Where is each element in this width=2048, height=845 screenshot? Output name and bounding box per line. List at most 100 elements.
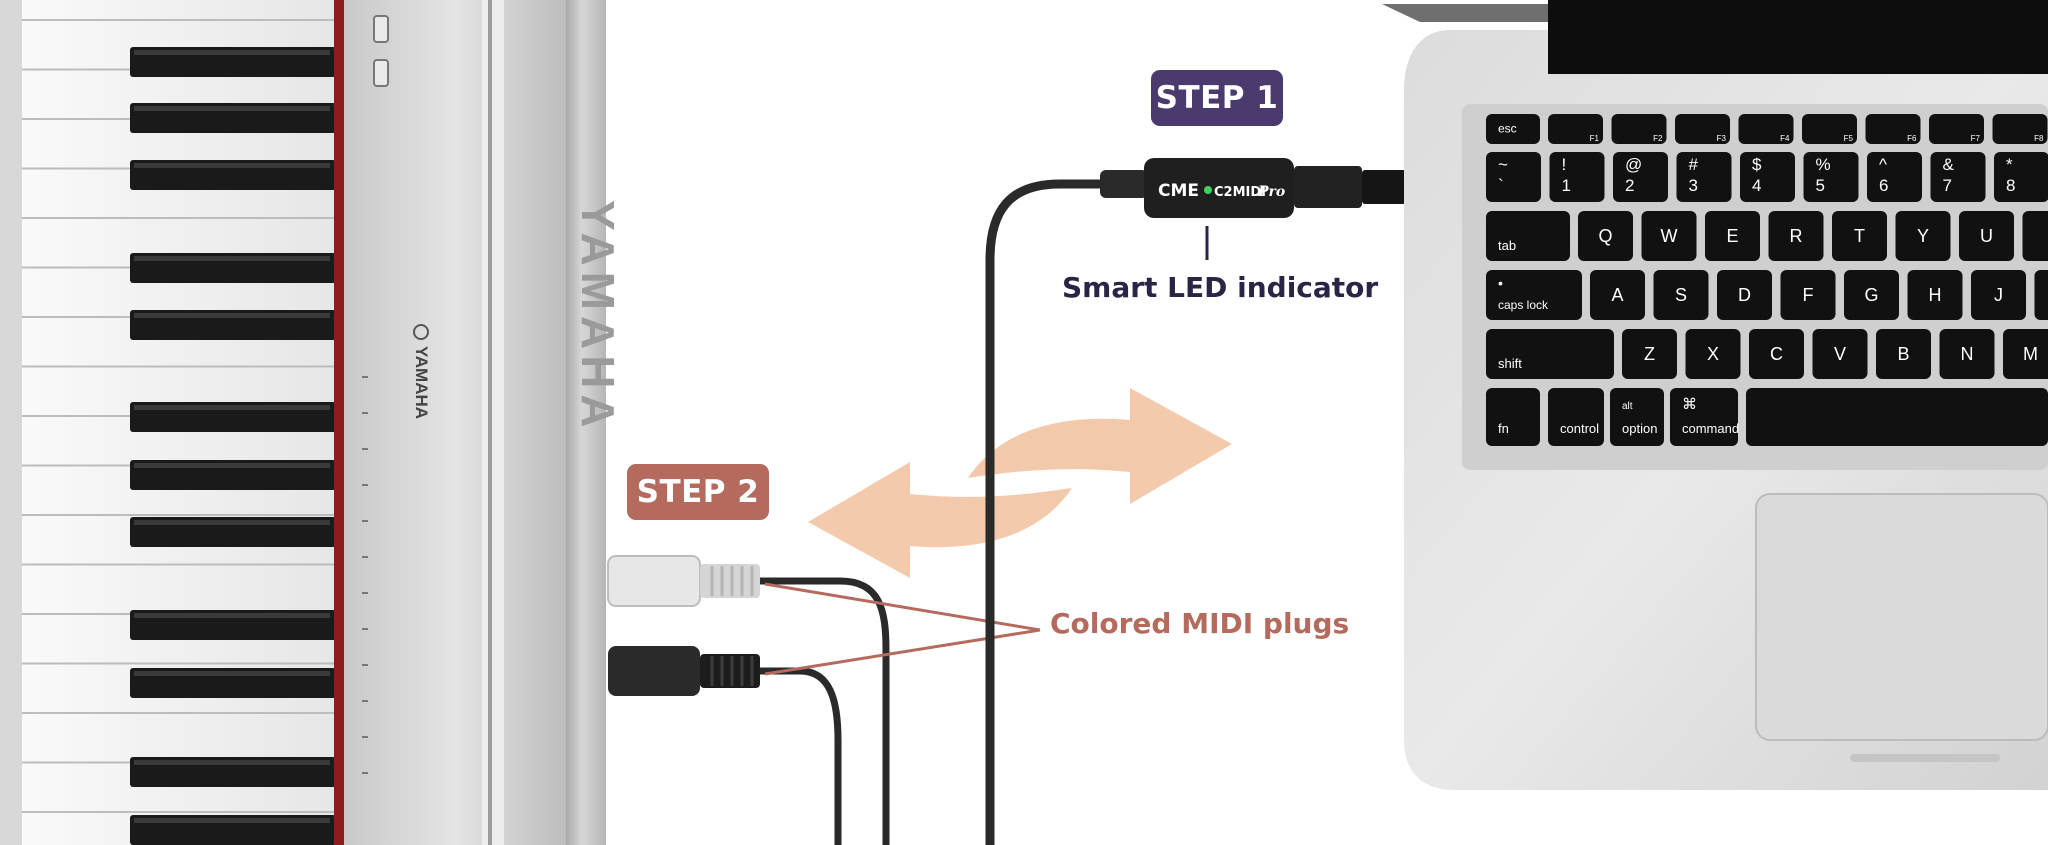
led-indicator-callout: Smart LED indicator <box>1062 271 1379 304</box>
black-key-highlight <box>134 760 330 765</box>
key-cap <box>1610 388 1664 446</box>
laptop-key: U <box>1959 211 2014 261</box>
key-cap <box>1844 270 1899 320</box>
usb-cable <box>985 179 1140 845</box>
key-cap <box>1705 211 1760 261</box>
key-cap <box>1907 270 1963 320</box>
key-label: C <box>1770 344 1783 364</box>
laptop-key: ~` <box>1486 152 1541 202</box>
key-cap <box>1548 388 1604 446</box>
black-key-highlight <box>134 613 330 618</box>
black-key-highlight <box>134 106 330 111</box>
function-key-label: F2 <box>1653 134 1663 143</box>
key-cap <box>1486 329 1614 379</box>
key-cap <box>1653 270 1709 320</box>
key-label: M <box>2023 344 2038 364</box>
black-key-highlight <box>134 256 330 261</box>
key-cap <box>1549 152 1605 202</box>
laptop-key: tab <box>1486 211 1570 261</box>
black-key-highlight <box>134 520 330 525</box>
black-key-highlight <box>134 313 330 318</box>
black-key-highlight <box>134 405 330 410</box>
key-label: 5 <box>1816 176 1825 195</box>
laptop-key: T <box>1832 211 1887 261</box>
panel-tick <box>362 628 368 630</box>
laptop-key <box>1746 388 2048 446</box>
key-label: X <box>1707 344 1719 364</box>
key-cap <box>1740 152 1795 202</box>
key-cap <box>1486 270 1582 320</box>
key-label: fn <box>1498 421 1509 436</box>
laptop-key: D <box>1717 270 1772 320</box>
panel-tick <box>362 592 368 594</box>
laptop-key: R <box>1768 211 1824 261</box>
laptop-key: esc <box>1486 114 1540 144</box>
key-cap <box>1613 152 1668 202</box>
panel-tick <box>362 736 368 738</box>
function-key-label: F5 <box>1844 134 1854 143</box>
black-keys <box>130 47 336 845</box>
panel-tick <box>362 772 368 774</box>
laptop-key <box>1802 114 1857 144</box>
laptop-key: *8 <box>1994 152 2048 202</box>
laptop-key: control <box>1548 388 1604 446</box>
laptop-key <box>1548 114 1603 144</box>
key-secondary-label: alt <box>1622 401 1633 412</box>
panel-tick <box>362 700 368 702</box>
key-secondary-label: ~ <box>1498 155 1508 174</box>
key-secondary-label: # <box>1689 155 1699 174</box>
arrow-left-icon <box>808 462 1072 578</box>
key-label: 2 <box>1625 176 1634 195</box>
function-key-label: F3 <box>1717 134 1727 143</box>
step-2-badge: STEP 2 <box>627 464 769 520</box>
laptop-key <box>1865 114 1921 144</box>
key-cap <box>1675 114 1730 144</box>
key-cap <box>1939 329 1995 379</box>
arrow-right-icon <box>968 388 1232 504</box>
key-label: J <box>1994 285 2003 305</box>
laptop-key: ⌘command <box>1670 388 1739 446</box>
key-felt-strip <box>334 0 344 845</box>
key-label: ` <box>1498 176 1504 195</box>
function-key-label: F8 <box>2034 134 2044 143</box>
laptop-key <box>1611 114 1667 144</box>
panel-tick <box>362 664 368 666</box>
key-cap <box>1803 152 1859 202</box>
key-label: shift <box>1498 356 1522 371</box>
black-key-highlight <box>134 463 330 468</box>
usb-midi-adapter: CME C2MIDI Pro <box>985 158 1406 845</box>
black-key-highlight <box>134 50 330 55</box>
laptop-key: $4 <box>1740 152 1795 202</box>
key-label: W <box>1661 226 1678 246</box>
key-cap <box>1670 388 1738 446</box>
key-cap <box>1486 152 1541 202</box>
key-label: D <box>1738 285 1751 305</box>
key-label: Y <box>1917 226 1929 246</box>
laptop-key: I <box>2022 211 2048 261</box>
key-cap <box>1994 152 2048 202</box>
key-cap <box>1992 114 2048 144</box>
laptop-key: X <box>1685 329 1741 379</box>
laptop-key <box>1929 114 1984 144</box>
key-label: control <box>1560 421 1599 436</box>
key-cap <box>1780 270 1836 320</box>
cable-black-plug <box>760 667 842 845</box>
key-label: Z <box>1644 344 1655 364</box>
key-secondary-label: * <box>2006 155 2013 174</box>
key-label: 4 <box>1752 176 1761 195</box>
laptop-key: &7 <box>1930 152 1986 202</box>
key-cap <box>1746 388 2048 446</box>
laptop-key: K <box>2034 270 2048 320</box>
black-key-highlight <box>134 163 330 168</box>
piano: YAMAHA YAMAHA <box>0 0 624 845</box>
key-cap <box>1865 114 1921 144</box>
laptop-key: %5 <box>1803 152 1859 202</box>
laptop-key: V <box>1812 329 1868 379</box>
laptop-key: S <box>1653 270 1709 320</box>
laptop-key: !1 <box>1549 152 1605 202</box>
function-key-label: F6 <box>1907 134 1917 143</box>
key-cap <box>1971 270 2026 320</box>
key-label: tab <box>1498 238 1516 253</box>
laptop-key: ^6 <box>1867 152 1922 202</box>
